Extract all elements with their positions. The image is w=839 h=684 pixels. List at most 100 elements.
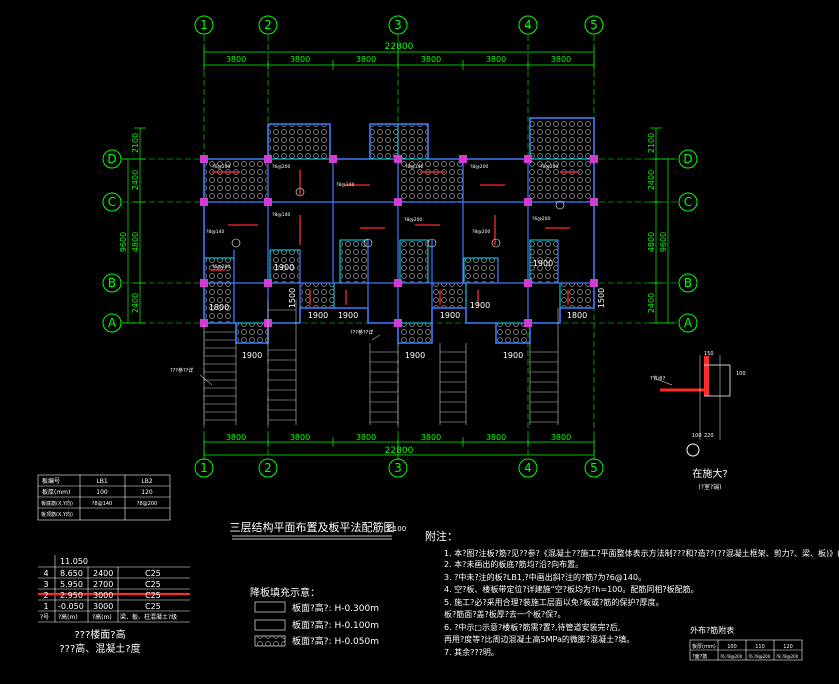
left-dim-labels: 2100 2400 4800 9600 2400 — [119, 133, 140, 313]
svg-text:?高(m): ?高(m) — [58, 613, 78, 621]
svg-text:4. 空?板、楼板带定位?详建施“空?板均为?h=100。配: 4. 空?板、楼板带定位?详建施“空?板均为?h=100。配筋同相?板配筋。 — [444, 584, 699, 594]
svg-text:LB1: LB1 — [96, 478, 107, 485]
svg-text:5. 施工?必?采用合理?装施工层面以免?板或?筋的保护?厚: 5. 施工?必?采用合理?装施工层面以免?板或?筋的保护?厚度。 — [444, 597, 664, 607]
hatch-top-mid1 — [369, 123, 399, 160]
svg-text:2400: 2400 — [647, 293, 656, 313]
hatch-d-right — [527, 158, 595, 203]
svg-text:C25: C25 — [145, 580, 161, 589]
svg-text:120: 120 — [783, 644, 793, 650]
svg-text:(?室?端): (?室?端) — [698, 483, 721, 491]
svg-text:2400: 2400 — [647, 170, 656, 190]
svg-text:D: D — [683, 152, 692, 166]
svg-text:1900: 1900 — [470, 301, 490, 310]
svg-text:?8,?8@200: ?8,?8@200 — [776, 654, 799, 659]
svg-text:2: 2 — [43, 591, 48, 600]
left-dimensions — [122, 127, 146, 324]
svg-text:2100: 2100 — [647, 133, 656, 153]
hatch-a-4 — [559, 282, 595, 309]
svg-text:板底筋(X,Y向): 板底筋(X,Y向) — [41, 500, 73, 507]
svg-text:2700: 2700 — [93, 580, 113, 589]
svg-text:9600: 9600 — [119, 232, 128, 252]
inner-dims: 1900 1900 1900 1900 1800 1800 1500 1500 … — [209, 259, 606, 360]
hatch-stair-2 — [397, 322, 433, 344]
svg-text:2400: 2400 — [131, 293, 140, 313]
room-tags — [231, 187, 565, 248]
svg-text:B: B — [108, 276, 116, 290]
hatch-stair-1 — [235, 322, 269, 344]
svg-text:???楼面?高: ???楼面?高 — [74, 628, 125, 641]
svg-text:?6@200: ?6@200 — [532, 216, 550, 222]
hatch-a-2 — [299, 282, 335, 309]
svg-text:1500: 1500 — [597, 288, 606, 308]
svg-text:?6,?8@200: ?6,?8@200 — [748, 654, 771, 659]
hatch-b-4 — [399, 239, 429, 284]
svg-text:板顶筋(X,Y向): 板顶筋(X,Y向) — [41, 511, 73, 518]
slab-table: 板编号 LB1 LB2 板厚(mm) 100 120 板底筋(X,Y向) ?8@… — [37, 474, 171, 521]
svg-text:降板填充示意：: 降板填充示意： — [250, 586, 320, 599]
svg-text:110: 110 — [755, 644, 765, 650]
hatch-top-mid2 — [397, 123, 429, 160]
svg-text:1. 本?图?注板?筋?见??参?《混凝土??施工?平面整体: 1. 本?图?注板?筋?见??参?《混凝土??施工?平面整体表示方法制???和?… — [444, 548, 839, 558]
hatch-b-5 — [463, 257, 499, 284]
svg-text:150: 150 — [704, 351, 714, 357]
svg-text:3000: 3000 — [93, 591, 113, 600]
svg-text:1900: 1900 — [308, 311, 328, 320]
svg-text:???高、混凝土?度: ???高、混凝土?度 — [59, 642, 140, 655]
floor-table: 11.050 4 8.650 2400 C25 3 5.950 2700 C25… — [38, 555, 190, 655]
svg-text:9600: 9600 — [659, 232, 668, 252]
svg-text:C: C — [684, 195, 692, 209]
svg-text:?节点?: ?节点? — [650, 376, 666, 382]
svg-text:?8@140: ?8@140 — [336, 182, 354, 188]
svg-text:3000: 3000 — [93, 602, 113, 611]
svg-text:1800: 1800 — [209, 303, 229, 312]
svg-text:3: 3 — [394, 18, 402, 32]
top-total-dim: 22800 — [385, 42, 414, 52]
svg-text:板面?高?: H-0.300m: 板面?高?: H-0.300m — [292, 602, 379, 614]
svg-text:1900: 1900 — [242, 351, 262, 360]
svg-text:LB2: LB2 — [141, 478, 152, 485]
svg-text:1:100: 1:100 — [386, 525, 406, 533]
svg-text:?面?筋: ?面?筋 — [692, 653, 707, 660]
svg-text:3: 3 — [43, 580, 48, 589]
svg-text:3800: 3800 — [226, 433, 246, 442]
svg-text:5.950: 5.950 — [60, 580, 83, 589]
svg-text:3800: 3800 — [290, 55, 310, 64]
svg-text:板?筋面?盖?板厚?去一个板?保?。: 板?筋面?盖?板厚?去一个板?保?。 — [444, 609, 565, 619]
top-span-labels: 3800 3800 3800 3800 3800 3800 — [226, 55, 571, 64]
svg-text:D: D — [107, 152, 116, 166]
svg-text:3800: 3800 — [421, 55, 441, 64]
svg-text:板厚(mm): 板厚(mm) — [692, 643, 716, 650]
svg-text:8.650: 8.650 — [60, 569, 83, 578]
svg-text:7. 其余???明。: 7. 其余???明。 — [444, 647, 499, 657]
svg-text:?8@140: ?8@140 — [272, 212, 290, 218]
legend: 降板填充示意： 板面?高?: H-0.300m 板面?高?: H-0.100m … — [250, 586, 379, 647]
svg-text:1900: 1900 — [440, 311, 460, 320]
svg-text:?高(m): ?高(m) — [92, 613, 112, 621]
notes: 附注： 1. 本?图?注板?筋?见??参?《混凝土??施工?平面整体表示方法制?… — [425, 529, 839, 657]
svg-text:?8@200: ?8@200 — [137, 501, 157, 507]
svg-text:1900: 1900 — [533, 259, 553, 268]
svg-text:A: A — [684, 316, 693, 330]
svg-text:3800: 3800 — [551, 55, 571, 64]
svg-text:100: 100 — [727, 644, 737, 650]
svg-text:3800: 3800 — [356, 433, 376, 442]
svg-text:1900: 1900 — [274, 263, 294, 272]
svg-text:4800: 4800 — [647, 232, 656, 252]
svg-text:5: 5 — [590, 461, 598, 475]
svg-text:C25: C25 — [145, 569, 161, 578]
svg-text:-0.050: -0.050 — [58, 602, 84, 611]
svg-text:3: 3 — [394, 461, 402, 475]
svg-text:C25: C25 — [145, 591, 161, 600]
svg-text:120: 120 — [141, 489, 153, 496]
svg-text:1900: 1900 — [338, 311, 358, 320]
svg-text:?8@200: ?8@200 — [472, 229, 490, 235]
svg-text:2400: 2400 — [131, 170, 140, 190]
svg-text:3800: 3800 — [226, 55, 246, 64]
svg-text:?8@140: ?8@140 — [92, 501, 112, 507]
svg-text:3800: 3800 — [356, 55, 376, 64]
svg-text:1800: 1800 — [567, 311, 587, 320]
svg-text:???参??详: ???参??详 — [170, 367, 193, 374]
svg-text:板编号: 板编号 — [42, 477, 60, 485]
stairs — [203, 300, 559, 425]
svg-text:1500: 1500 — [288, 288, 297, 308]
